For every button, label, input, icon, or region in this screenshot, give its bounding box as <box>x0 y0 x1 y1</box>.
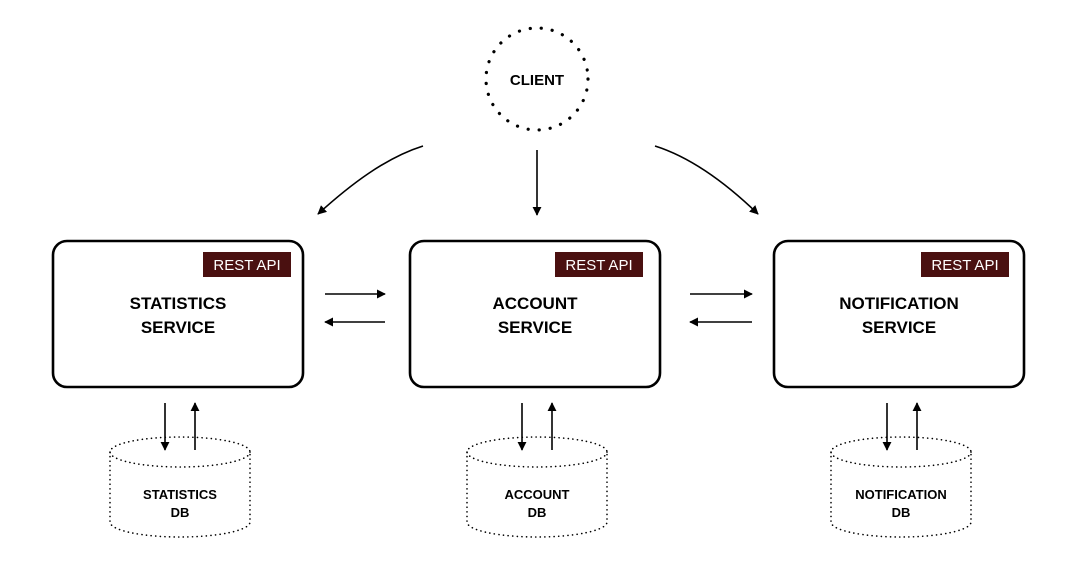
service-title-line1: NOTIFICATION <box>839 294 959 313</box>
client-node: CLIENT <box>484 26 590 132</box>
db-label-line1: STATISTICS <box>143 487 217 502</box>
service-title-line2: SERVICE <box>498 318 572 337</box>
rest-api-badge-label: REST API <box>213 257 280 274</box>
statistics-service-node: REST API STATISTICS SERVICE <box>51 239 305 389</box>
account-service-node: REST API ACCOUNT SERVICE <box>408 239 662 389</box>
client-label: CLIENT <box>510 72 564 89</box>
db-label-line2: DB <box>892 505 911 520</box>
account-db-cylinder: ACCOUNT DB <box>466 436 608 538</box>
service-title-line1: STATISTICS <box>130 294 227 313</box>
rest-api-badge-label: REST API <box>565 257 632 274</box>
service-title-line2: SERVICE <box>141 318 215 337</box>
rest-api-badge-label: REST API <box>931 257 998 274</box>
service-title-line1: ACCOUNT <box>493 294 579 313</box>
notification-service-node: REST API NOTIFICATION SERVICE <box>772 239 1026 389</box>
service-title-line2: SERVICE <box>862 318 936 337</box>
statistics-db-cylinder: STATISTICS DB <box>109 436 251 538</box>
db-label-line2: DB <box>171 505 190 520</box>
db-label-line1: ACCOUNT <box>505 487 570 502</box>
db-label-line1: NOTIFICATION <box>855 487 946 502</box>
rest-api-badge <box>203 252 291 277</box>
rest-api-badge <box>921 252 1009 277</box>
rest-api-badge <box>555 252 643 277</box>
db-label-line2: DB <box>528 505 547 520</box>
notification-db-cylinder: NOTIFICATION DB <box>830 436 972 538</box>
client-to-statistics-arrow <box>317 145 424 215</box>
client-to-notification-arrow <box>654 145 759 215</box>
